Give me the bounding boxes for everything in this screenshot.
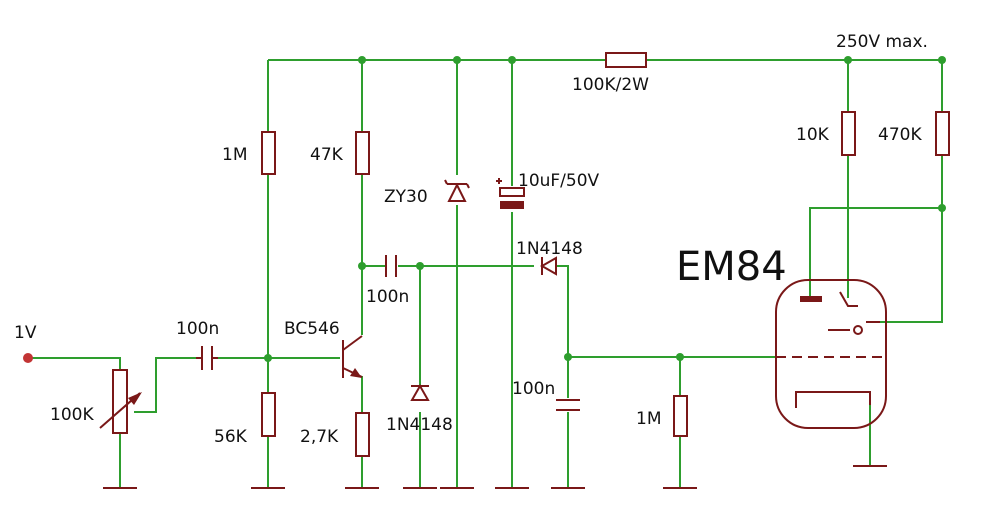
ground-symbols	[103, 465, 887, 489]
d-series-label: 1N4148	[516, 239, 583, 259]
wires	[28, 59, 943, 488]
q1-label: BC546	[284, 319, 340, 339]
zener-label: ZY30	[384, 187, 428, 207]
r-10k-label: 10K	[796, 125, 830, 145]
resistor-56k	[261, 392, 276, 437]
junction-dots	[264, 56, 946, 362]
input-terminal	[23, 353, 33, 363]
diode-1n4148-shunt	[410, 383, 430, 401]
d-shunt-label: 1N4148	[386, 415, 453, 435]
r-47k-label: 47K	[310, 145, 344, 165]
r-56k-label: 56K	[214, 427, 248, 447]
r-1m-bias-label: 1M	[222, 145, 247, 165]
r-470k-label: 470K	[878, 125, 922, 145]
junction	[676, 353, 684, 361]
junction	[264, 354, 272, 362]
diode-1n4148-series	[539, 256, 557, 276]
resistor-1m-grid	[673, 395, 688, 437]
resistor-100k-2w	[605, 52, 647, 68]
elko-label: 10uF/50V	[518, 171, 600, 191]
junction	[453, 56, 461, 64]
r-drop-label: 100K/2W	[572, 75, 649, 95]
zener-diode-zy30	[444, 179, 470, 202]
supply-label: 250V max.	[836, 32, 928, 52]
potentiometer-100k	[99, 369, 142, 434]
junction	[938, 204, 946, 212]
junction	[564, 353, 572, 361]
junction	[358, 56, 366, 64]
junction	[358, 262, 366, 270]
transistor-bc546	[342, 335, 363, 378]
resistor-470k	[935, 111, 950, 156]
r-2k7-label: 2,7K	[300, 427, 339, 447]
tube-title: EM84	[676, 244, 787, 290]
resistor-1m-bias	[261, 131, 276, 175]
resistor-10k	[841, 111, 856, 156]
junction	[508, 56, 516, 64]
capacitor-c-couple	[385, 255, 397, 277]
c-smooth-label: 100n	[512, 379, 555, 399]
junction	[844, 56, 852, 64]
input-label: 1V	[14, 323, 37, 343]
tube-em84	[775, 279, 887, 429]
junction	[938, 56, 946, 64]
pot-label: 100K	[50, 405, 94, 425]
resistor-2k7	[355, 412, 370, 457]
capacitor-c-smooth	[556, 399, 580, 411]
resistor-47k	[355, 131, 370, 175]
c-couple-label: 100n	[366, 287, 409, 307]
junction	[416, 262, 424, 270]
r-1m-grid-label: 1M	[636, 409, 661, 429]
c-in-label: 100n	[176, 319, 219, 339]
capacitor-elko	[496, 178, 525, 209]
capacitor-c-in	[196, 346, 218, 370]
